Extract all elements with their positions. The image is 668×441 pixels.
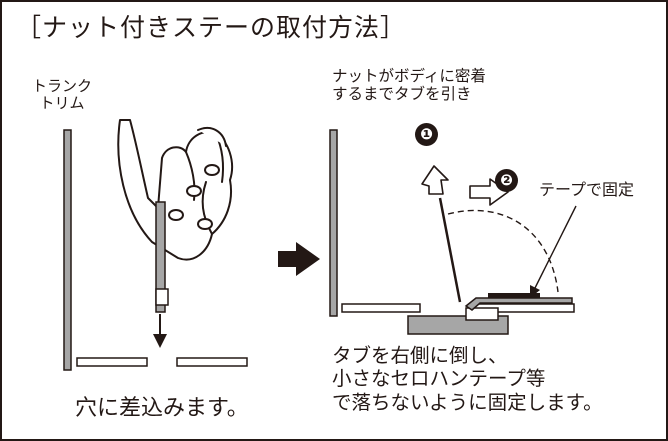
fold-caption-line3: で落ちないように固定します。 bbox=[332, 390, 603, 414]
trunk-trim-label: トランク トリム bbox=[32, 77, 93, 113]
tape-leader-arrow bbox=[530, 285, 540, 298]
trunk-trim-label-line1: トランク bbox=[32, 77, 93, 95]
fold-caption: タブを右側に倒し、 小さなセロハンテープ等 で落ちないように固定します。 bbox=[332, 344, 603, 414]
stay-upright bbox=[438, 197, 462, 303]
pull-instruction-line1: ナットがボディに密着 bbox=[332, 67, 486, 85]
trunk-trim-left bbox=[63, 129, 72, 371]
trim-bottom-right-a bbox=[341, 303, 421, 313]
fold-caption-line2: 小さなセロハンテープ等 bbox=[332, 367, 546, 391]
trunk-trim-label-line2: トリム bbox=[39, 94, 85, 113]
fold-path-arc bbox=[447, 209, 559, 293]
insert-arrow-icon bbox=[153, 334, 167, 348]
trim-bottom-left-a bbox=[76, 357, 148, 367]
insert-caption: 穴に差込みます。 bbox=[75, 396, 249, 421]
fold-caption-line1: タブを右側に倒し、 bbox=[332, 344, 508, 367]
hand-icon bbox=[117, 119, 234, 261]
page-title: ［ナット付きステーの取付方法］ bbox=[16, 13, 407, 42]
step-1-badge: ❶ bbox=[415, 123, 438, 146]
tape bbox=[488, 293, 540, 298]
tape-leader-line bbox=[533, 205, 577, 291]
arrow-right-icon bbox=[278, 242, 320, 276]
stay-nut-left bbox=[155, 288, 169, 306]
pull-instruction-line2: するまでタブを引き bbox=[332, 84, 472, 103]
tape-label: テープで固定 bbox=[539, 180, 635, 199]
trunk-trim-right bbox=[329, 129, 338, 317]
pull-up-arrow-icon bbox=[421, 165, 449, 195]
stay-strip-left bbox=[155, 201, 166, 313]
step-2-badge: ❷ bbox=[495, 169, 518, 192]
nut-right bbox=[465, 307, 499, 321]
stay-folded-right bbox=[464, 297, 573, 311]
pull-instruction: ナットがボディに密着 するまでタブを引き bbox=[332, 67, 486, 104]
trim-bottom-left-b bbox=[176, 357, 248, 367]
